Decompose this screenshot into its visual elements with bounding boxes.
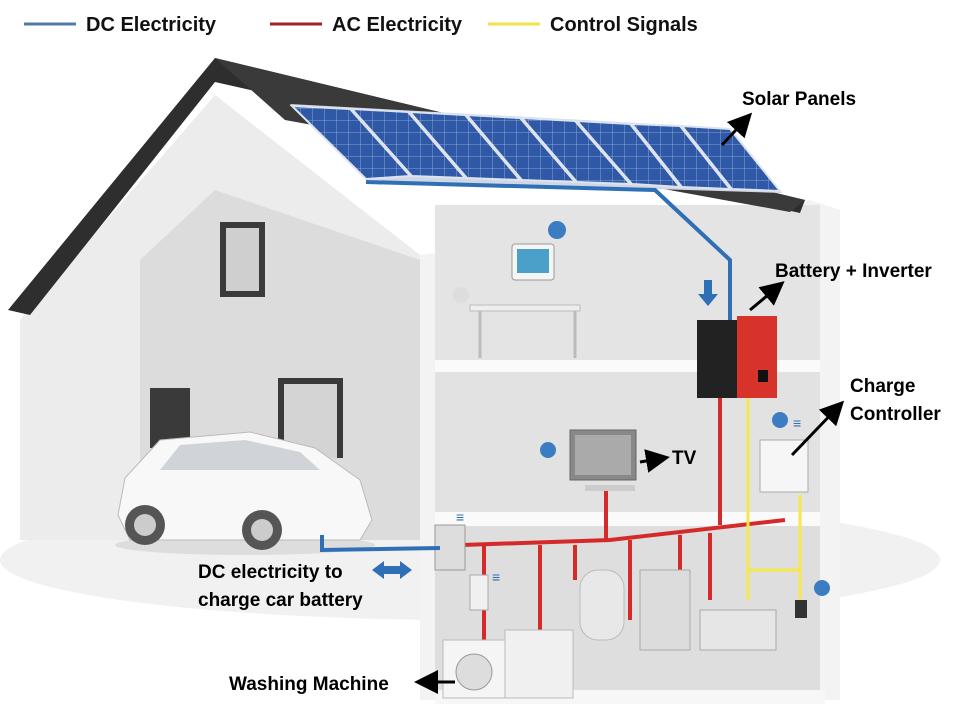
wifi-icon: ≡ (456, 509, 464, 525)
globe-icon (548, 221, 566, 239)
globe-icon (772, 412, 788, 428)
control-wiring (746, 398, 802, 600)
battery-inverter-unit (697, 316, 777, 398)
globe-icon (540, 442, 556, 458)
wifi-icon: ≡ (492, 569, 500, 585)
tv (540, 429, 637, 491)
bidirectional-arrow-icon (372, 561, 412, 579)
legend-control-label: Control Signals (550, 14, 698, 36)
electric-car (115, 431, 375, 555)
appliances: ≡ ≡ (434, 509, 777, 699)
computer-desk (453, 221, 581, 358)
label-dc-car-line2: charge car battery (198, 590, 363, 611)
label-charge-controller-line2: Controller (850, 404, 941, 425)
label-dc-car-line1: DC electricity to (198, 562, 343, 583)
ac-wiring (461, 398, 786, 640)
label-battery-inverter: Battery + Inverter (775, 261, 932, 282)
dc-line-car (320, 535, 441, 553)
wifi-icon: ≡ (793, 415, 801, 431)
label-tv: TV (672, 448, 697, 469)
label-washing-machine: Washing Machine (229, 674, 389, 695)
label-charge-controller-line1: Charge (850, 376, 915, 397)
down-arrow-icon (698, 280, 718, 306)
dc-line-panels (365, 180, 732, 320)
junction-box (434, 524, 466, 571)
callout-arrows (414, 112, 845, 694)
solar-panels (289, 104, 783, 193)
label-solar-panels: Solar Panels (742, 89, 856, 110)
legend-ac-label: AC Electricity (332, 14, 463, 36)
legend-dc-label: DC Electricity (86, 14, 217, 36)
legend: DC Electricity AC Electricity Control Si… (24, 14, 698, 36)
globe-icon (814, 580, 830, 596)
